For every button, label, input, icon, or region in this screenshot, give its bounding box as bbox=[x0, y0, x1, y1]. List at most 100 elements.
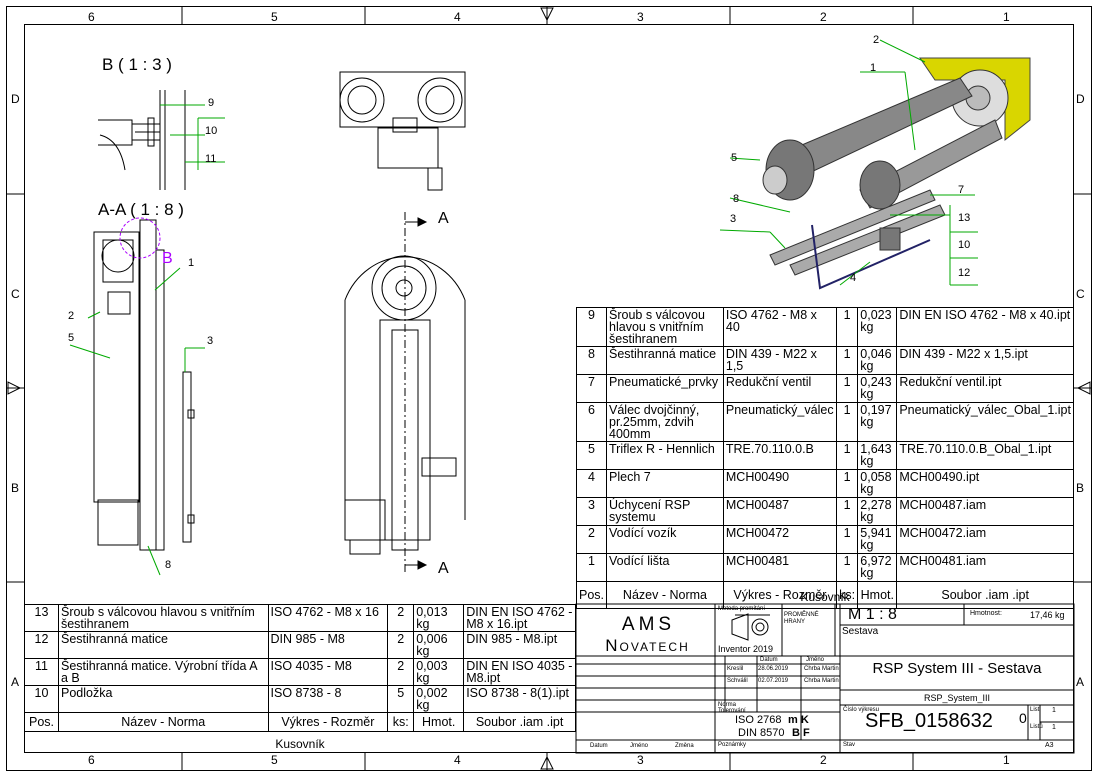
zone-col: 2 bbox=[820, 753, 827, 767]
bom-cell: 13 bbox=[24, 604, 59, 632]
bom-cell: ISO 4762 - M8 x 16 bbox=[267, 604, 389, 632]
bom-cell: Úchycení RSP systemu bbox=[606, 497, 724, 526]
bom-cell: DIN 439 - M22 x 1,5.ipt bbox=[896, 346, 1074, 375]
bom-cell: 0,197 kg bbox=[857, 402, 898, 442]
bom-header-cell: ks: bbox=[387, 712, 415, 732]
scale-label: M 1 : 8 bbox=[848, 606, 897, 623]
top-view bbox=[339, 71, 466, 191]
zone-col: 4 bbox=[454, 10, 461, 24]
bom-cell: 2 bbox=[387, 658, 415, 686]
company-name-2: Novatech bbox=[605, 636, 690, 655]
balloon: 5 bbox=[68, 332, 75, 344]
balloon: 8 bbox=[165, 559, 172, 571]
zone-row: A bbox=[1076, 675, 1085, 689]
bom-cell: TRE.70.110.0.B bbox=[722, 441, 838, 470]
bom-header-cell: Soubor .iam .ipt bbox=[896, 581, 1074, 609]
bom-cell: Redukční ventil.ipt bbox=[896, 374, 1074, 403]
paper-format: A3 bbox=[1045, 742, 1054, 749]
bom-cell: MCH00487 bbox=[722, 497, 838, 526]
date-1: 28.06.2019 bbox=[758, 666, 789, 672]
balloon: 4 bbox=[850, 272, 857, 284]
zone-row: C bbox=[11, 287, 20, 301]
bom-cell: Vodící lišta bbox=[606, 553, 724, 582]
bom-header-cell: Výkres - Rozměr bbox=[722, 581, 838, 609]
tb-small-label: Norma bbox=[718, 702, 737, 708]
bom-cell: Pneumatický_válec_Obal_1.ipt bbox=[896, 402, 1074, 442]
bom-cell: MCH00472 bbox=[722, 525, 838, 554]
front-view bbox=[344, 212, 466, 575]
revision: 0 bbox=[1019, 710, 1027, 726]
bom-cell: DIN EN ISO 4762 - M8 x 40.ipt bbox=[896, 307, 1074, 347]
zone-col: 5 bbox=[271, 10, 278, 24]
zone-col: 5 bbox=[271, 753, 278, 767]
bom-cell: 11 bbox=[24, 658, 59, 686]
bom-cell: 1 bbox=[836, 525, 859, 554]
bom-header-cell: Hmot. bbox=[857, 581, 898, 609]
balloon: 3 bbox=[207, 335, 214, 347]
balloon: 11 bbox=[205, 153, 217, 165]
bom-cell: Redukční ventil bbox=[722, 374, 838, 403]
bom-cell: 12 bbox=[24, 631, 59, 659]
section-aa-title: A-A ( 1 : 8 ) bbox=[98, 200, 184, 219]
balloon: 12 bbox=[958, 267, 971, 279]
bom-cell: 5 bbox=[575, 441, 608, 470]
bom-cell: DIN 439 - M22 x 1,5 bbox=[722, 346, 838, 375]
zone-row: A bbox=[11, 675, 20, 689]
bom-cell: Pneumatické_prvky bbox=[606, 374, 724, 403]
bom-cell: TRE.70.110.0.B_Obal_1.ipt bbox=[896, 441, 1074, 470]
software-label: Inventor 2019 bbox=[718, 644, 774, 654]
bom-header-cell: Název - Norma bbox=[606, 581, 724, 609]
section-mark-top: A bbox=[438, 210, 449, 227]
bom-cell: 0,002 kg bbox=[413, 685, 465, 713]
bom-cell: ISO 8738 - 8(1).ipt bbox=[463, 685, 576, 713]
bom-cell: 1 bbox=[836, 307, 859, 347]
bom-cell: Podložka bbox=[57, 685, 269, 713]
bom-cell: 1 bbox=[836, 441, 859, 470]
balloon: 3 bbox=[730, 213, 737, 225]
tb-small-label: Změna bbox=[675, 743, 694, 749]
balloon: 13 bbox=[958, 212, 971, 224]
tb-small-label: Kreslil bbox=[727, 666, 744, 672]
balloon: 8 bbox=[733, 193, 740, 205]
tb-small-label: Datum bbox=[590, 743, 608, 749]
tb-small-label: List bbox=[1030, 707, 1040, 713]
tolerance-std: ISO 2768 bbox=[735, 714, 782, 726]
zone-col: 4 bbox=[454, 753, 461, 767]
bom-cell: Šestihranná matice bbox=[57, 631, 269, 659]
tb-small-label: Stav bbox=[843, 742, 856, 748]
sheet-number: 1 bbox=[1052, 707, 1056, 714]
bom-cell: 1 bbox=[836, 469, 859, 498]
bom-cell: 1 bbox=[836, 497, 859, 526]
balloon: 1 bbox=[188, 257, 195, 269]
balloon: 10 bbox=[205, 125, 218, 137]
tb-small-label: Jméno bbox=[630, 743, 649, 749]
bom-cell: 0,058 kg bbox=[857, 469, 898, 498]
bom-cell: 2 bbox=[575, 525, 608, 554]
tb-small-label: PROMĚNNÉ HRANY bbox=[784, 612, 819, 625]
sheets-count: 1 bbox=[1052, 724, 1056, 731]
tb-small-label: Tolerování bbox=[718, 708, 746, 714]
balloon: 2 bbox=[68, 310, 75, 322]
balloon: 2 bbox=[873, 34, 880, 46]
bom-cell: 0,243 kg bbox=[857, 374, 898, 403]
bom-cell: 9 bbox=[575, 307, 608, 347]
tb-small-label: Poznámky bbox=[718, 742, 747, 748]
bom-cell: Válec dvojčinný, pr.25mm, zdvih 400mm bbox=[606, 402, 724, 442]
drawing-title: RSP System III - Sestava bbox=[872, 660, 1042, 677]
bom-cell: 1 bbox=[836, 374, 859, 403]
bom-main-caption: Kusovník bbox=[800, 590, 850, 604]
bom-cell: MCH00490 bbox=[722, 469, 838, 498]
bom-cell: ISO 4762 - M8 x 40 bbox=[722, 307, 838, 347]
bom-cell: 1,643 kg bbox=[857, 441, 898, 470]
date-2: 02.07.2019 bbox=[758, 678, 789, 684]
